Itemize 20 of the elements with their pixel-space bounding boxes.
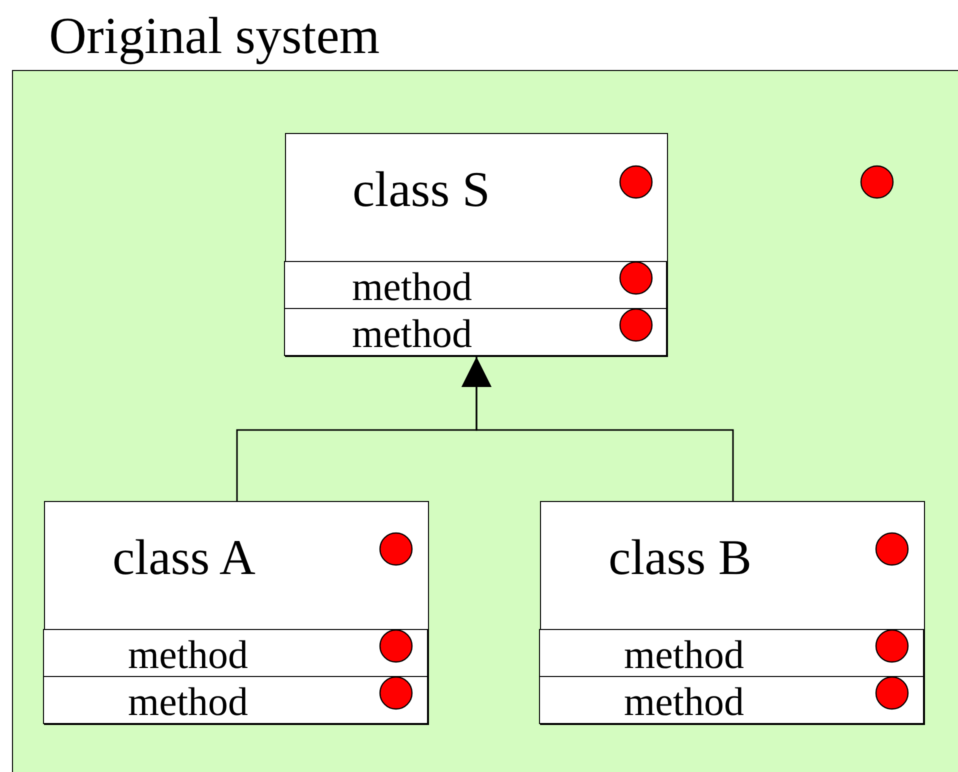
class-name: class A (112, 532, 256, 582)
method-name: method (128, 635, 248, 675)
method-row (43, 629, 428, 677)
method-name: method (352, 267, 472, 307)
method-row (43, 676, 428, 724)
class-box (540, 500, 924, 724)
inheritance-arrow (462, 357, 734, 501)
method-row (539, 676, 924, 724)
class-box (44, 500, 428, 724)
class-name: class B (608, 532, 752, 582)
method-row (284, 308, 667, 356)
class-box (284, 132, 668, 356)
panel-title: Original system (49, 11, 380, 63)
method-name: method (128, 682, 248, 722)
method-row (539, 629, 924, 677)
method-name: method (624, 682, 744, 722)
method-row (284, 261, 667, 309)
method-name: method (352, 314, 472, 354)
class-name: class S (352, 164, 490, 214)
method-name: method (624, 635, 744, 675)
